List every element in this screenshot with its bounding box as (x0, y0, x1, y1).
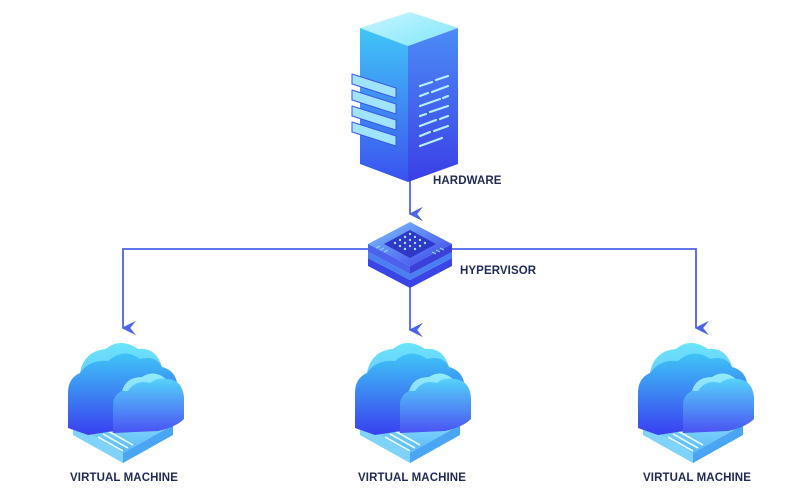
hardware-label: HARDWARE (433, 175, 502, 187)
edge-hypervisor-vm-right (452, 248, 709, 336)
server-icon (351, 12, 458, 182)
chip-icon (368, 222, 452, 288)
hypervisor-label: HYPERVISOR (460, 265, 537, 277)
cloud-server-icon (354, 342, 472, 463)
cloud-server-icon (67, 342, 185, 463)
vm-label-left: VIRTUAL MACHINE (70, 472, 178, 484)
vm-label-center: VIRTUAL MACHINE (358, 472, 466, 484)
cloud-server-icon (637, 342, 755, 463)
vm-label-right: VIRTUAL MACHINE (643, 472, 751, 484)
edge-hypervisor-vm-left (121, 248, 370, 336)
